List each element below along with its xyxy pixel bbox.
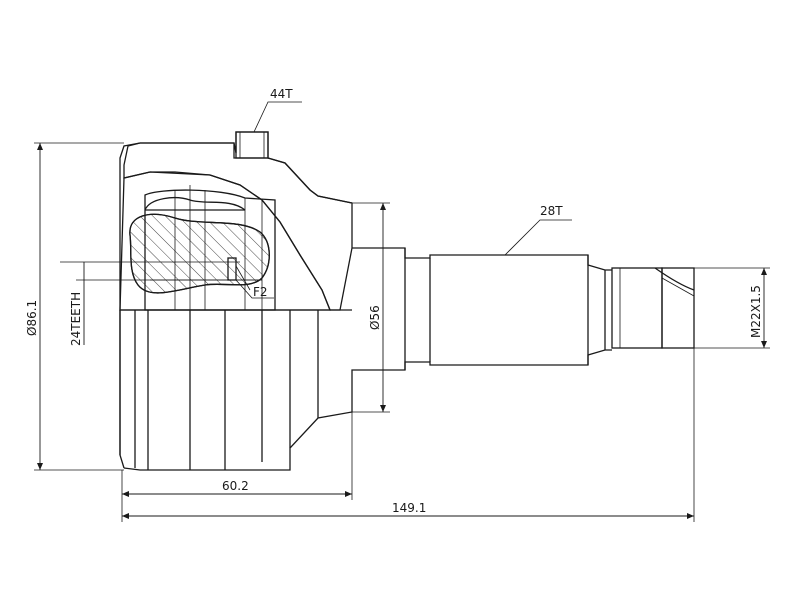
dimensions xyxy=(34,101,770,522)
label-len-149-1: 149.1 xyxy=(392,501,426,515)
label-dia-86-1: Ø86.1 xyxy=(25,300,39,336)
label-24-teeth: 24TEETH xyxy=(69,292,83,346)
leader-28t xyxy=(504,219,572,256)
label-len-60-2: 60.2 xyxy=(222,479,249,493)
label-dia-56: Ø56 xyxy=(368,305,382,330)
label-f2: F2 xyxy=(253,285,268,299)
stub-shaft xyxy=(351,247,695,395)
leader-44t xyxy=(253,101,302,133)
abs-ring-tooth xyxy=(235,131,269,159)
label-thread: M22X1.5 xyxy=(749,285,763,338)
leader-f2 xyxy=(235,279,274,299)
label-44t: 44T xyxy=(270,87,293,101)
label-28t: 28T xyxy=(540,204,563,218)
inner-race xyxy=(119,171,331,311)
